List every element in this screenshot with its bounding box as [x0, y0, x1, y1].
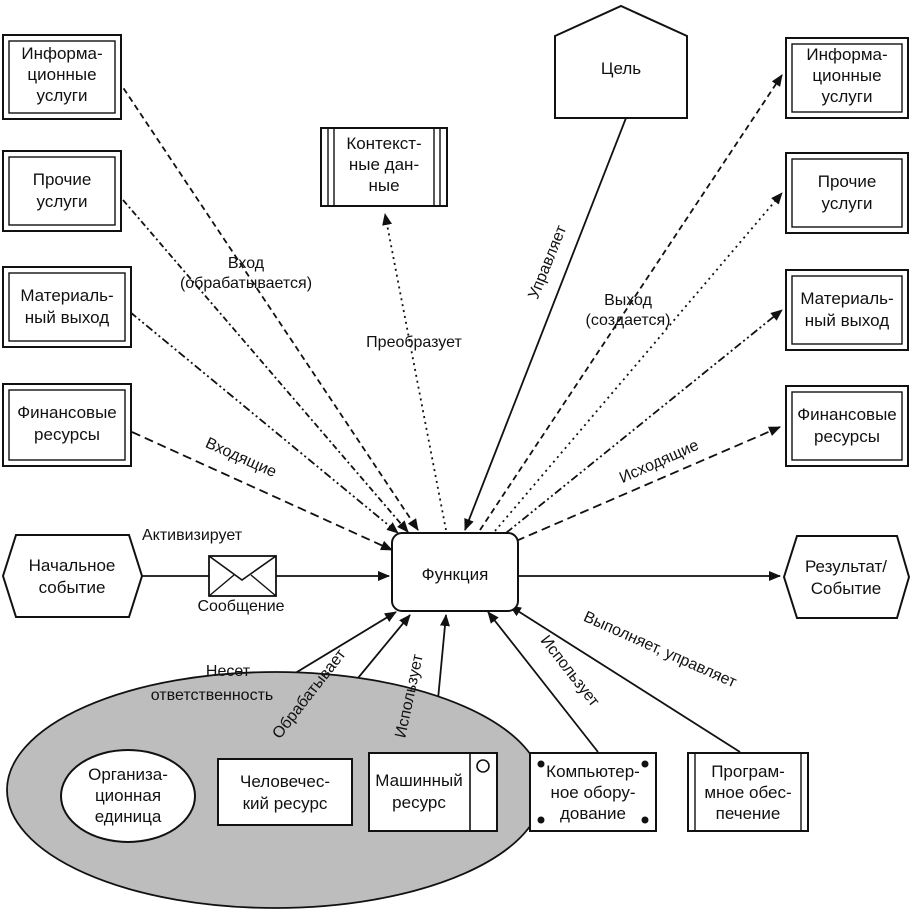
- label-responsible-line2: ответственность: [151, 687, 274, 704]
- computer-hardware-box: Компьютер- ное обору- дование: [529, 752, 657, 832]
- edge-info-in: [117, 79, 419, 531]
- start-event-shape: Начальное событие: [1, 534, 144, 618]
- left-other-services-line2: услуги: [37, 192, 88, 211]
- org-unit-line2: ционная: [95, 786, 161, 805]
- edge-material-out: [505, 309, 783, 534]
- context-data-line1: Контекст-: [346, 134, 421, 153]
- context-data-line2: ные дан-: [349, 155, 419, 174]
- label-input-line2: (обрабатывается): [180, 275, 312, 292]
- machine-resource-line2: ресурс: [392, 793, 446, 812]
- goal-label: Цель: [601, 59, 641, 78]
- left-other-services-box: Прочие услуги: [2, 150, 122, 232]
- start-event-line1: Начальное: [29, 556, 116, 575]
- left-material-output-box: Материаль- ный выход: [2, 266, 132, 348]
- edge-info-out: [479, 74, 783, 531]
- label-activates: Активизирует: [142, 527, 243, 544]
- message-envelope-icon: [208, 555, 277, 597]
- label-controls: Управляет: [525, 222, 570, 301]
- computer-hardware-line3: дование: [560, 804, 626, 823]
- right-financial-resources-line1: Финансовые: [797, 405, 897, 424]
- org-unit-line3: единица: [95, 807, 162, 826]
- edge-context: [382, 213, 447, 531]
- edge-material-in: [129, 311, 399, 534]
- left-financial-resources-line1: Финансовые: [17, 403, 117, 422]
- left-financial-resources-box: Финансовые ресурсы: [2, 383, 132, 467]
- right-other-services-line1: Прочие: [818, 172, 877, 191]
- label-message: Сообщение: [197, 598, 284, 615]
- label-output-line2: (создается): [586, 312, 671, 329]
- right-material-output-box: Материаль- ный выход: [785, 269, 909, 351]
- function-box: Функция: [391, 532, 519, 612]
- left-info-services-box: Информа- ционные услуги: [2, 34, 122, 120]
- left-material-output-line1: Материаль-: [20, 286, 113, 305]
- software-box: Програм- мное обес- печение: [687, 752, 809, 832]
- context-data-box: Контекст- ные дан- ные: [320, 127, 448, 207]
- edge-other-in: [122, 199, 409, 533]
- label-input-line1: Вход: [228, 255, 265, 272]
- left-info-services-line3: услуги: [37, 86, 88, 105]
- left-other-services-line1: Прочие: [33, 170, 92, 189]
- context-data-line3: ные: [368, 176, 399, 195]
- machine-resource-box: Машинный ресурс: [368, 752, 498, 832]
- edge-computer: [487, 611, 599, 753]
- right-info-services-line3: услуги: [822, 87, 873, 106]
- left-financial-resources-line2: ресурсы: [34, 425, 100, 444]
- label-incoming: Входящие: [203, 435, 279, 481]
- right-material-output-line1: Материаль-: [800, 289, 893, 308]
- right-material-output-line2: ный выход: [805, 311, 889, 330]
- function-label: Функция: [422, 565, 489, 584]
- software-line3: печение: [716, 804, 781, 823]
- edge-finance-out: [515, 426, 781, 542]
- label-responsible-line1: Несет: [206, 663, 251, 680]
- right-info-services-line2: ционные: [812, 66, 881, 85]
- left-info-services-line2: ционные: [27, 65, 96, 84]
- right-other-services-line2: услуги: [822, 194, 873, 213]
- org-unit-line1: Организа-: [88, 765, 168, 784]
- right-financial-resources-line2: ресурсы: [814, 427, 880, 446]
- start-event-line2: событие: [39, 578, 106, 597]
- computer-hardware-line2: ное обору-: [550, 783, 635, 802]
- result-event-line2: Событие: [811, 579, 881, 598]
- software-line2: мное обес-: [704, 783, 791, 802]
- left-info-services-line1: Информа-: [21, 44, 102, 63]
- human-resource-box: Человечес- кий ресурс: [217, 758, 353, 826]
- machine-knob-icon: [476, 759, 490, 773]
- right-other-services-box: Прочие услуги: [785, 152, 909, 234]
- edge-finance-in: [131, 431, 393, 551]
- right-info-services-line1: Информа-: [806, 45, 887, 64]
- right-info-services-box: Информа- ционные услуги: [785, 37, 909, 119]
- machine-resource-line1: Машинный: [375, 771, 462, 790]
- label-output-line1: Выход: [604, 292, 653, 309]
- right-financial-resources-box: Финансовые ресурсы: [785, 385, 909, 467]
- result-event-line1: Результат/: [805, 557, 887, 576]
- edge-other-out: [494, 192, 783, 532]
- human-resource-line2: кий ресурс: [243, 794, 328, 813]
- computer-hardware-line1: Компьютер-: [546, 762, 640, 781]
- edge-goal: [464, 117, 627, 531]
- label-executes-controls: Выполняет, управляет: [581, 609, 740, 692]
- human-resource-line1: Человечес-: [240, 772, 330, 791]
- result-event-shape: Результат/ Событие: [782, 535, 911, 619]
- goal-shape: Цель: [554, 4, 688, 119]
- left-material-output-line2: ный выход: [25, 308, 109, 327]
- edge-software: [509, 605, 741, 753]
- label-transforms: Преобразует: [366, 334, 462, 351]
- org-unit-shape: Организа- ционная единица: [60, 749, 196, 843]
- software-line1: Програм-: [711, 762, 785, 781]
